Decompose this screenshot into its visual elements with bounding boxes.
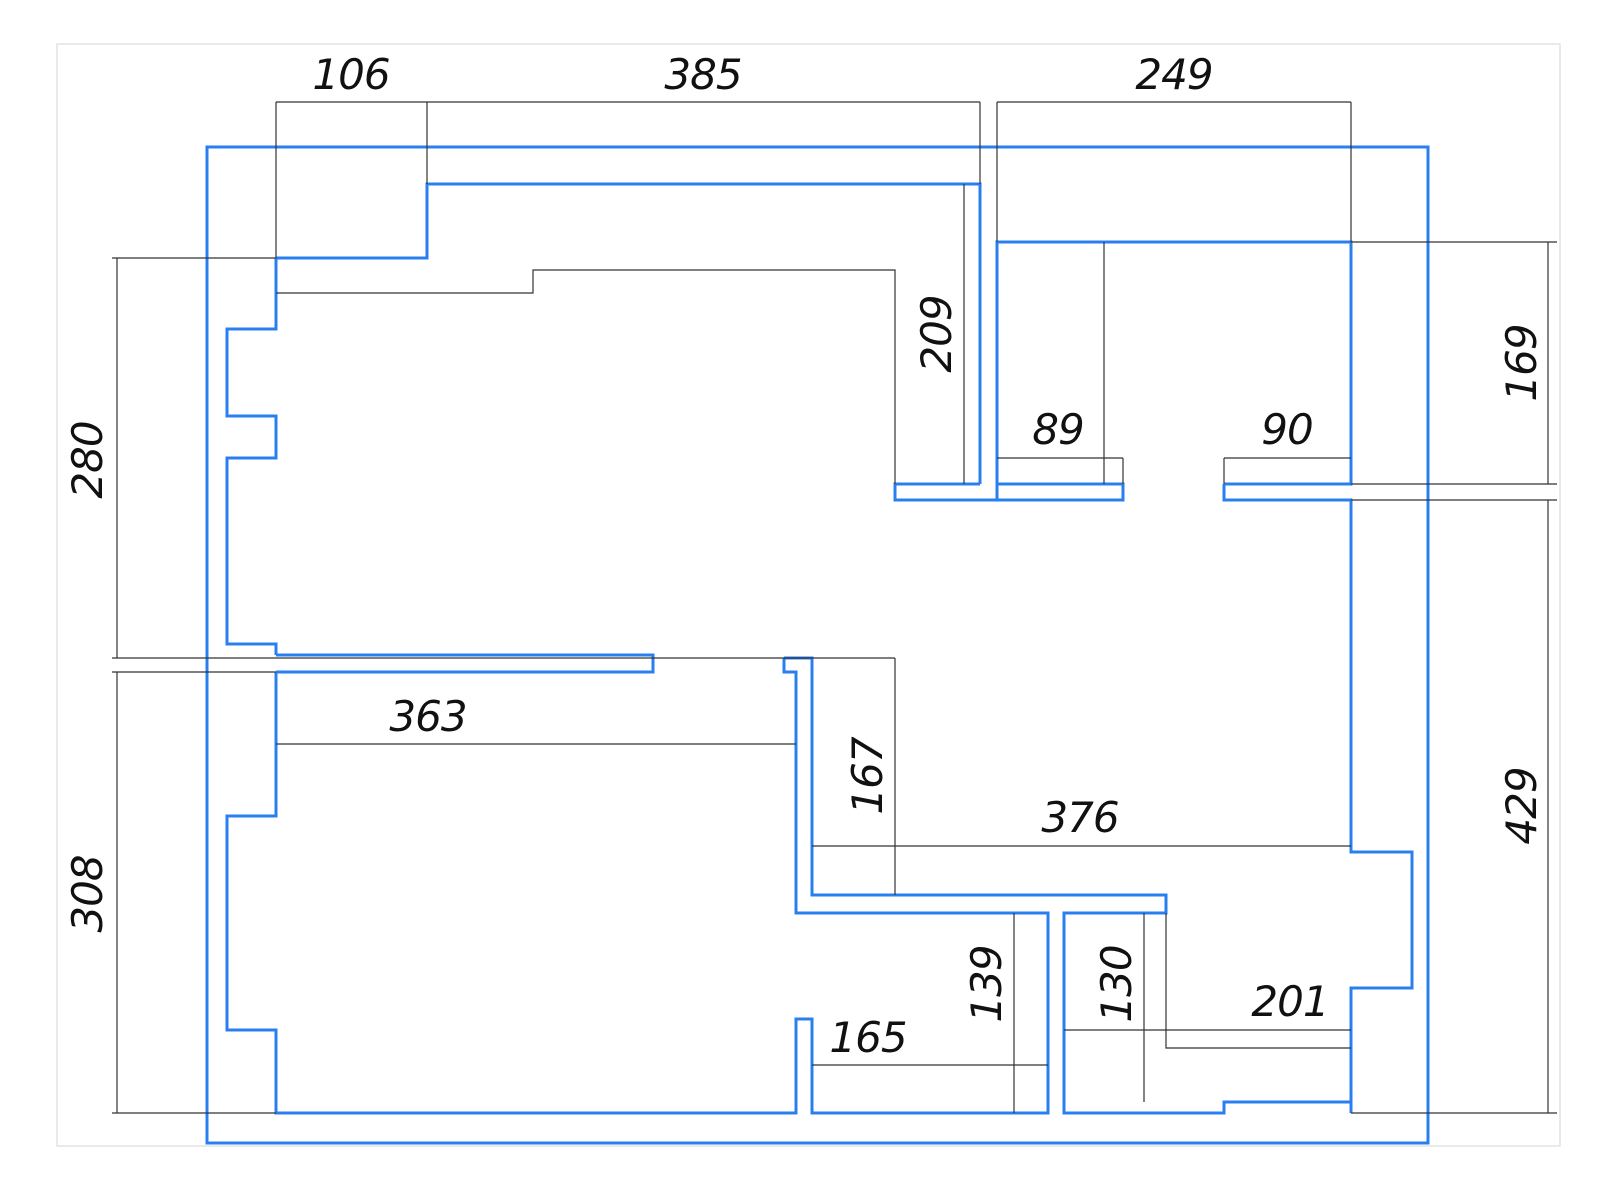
inner-contour-upper [276, 269, 896, 484]
dim-139-label: 139 [962, 945, 1011, 1022]
dim-429-label: 429 [1497, 767, 1546, 844]
dim-385-label: 385 [664, 50, 741, 99]
partition-vertical [784, 656, 1351, 1115]
wall-left-lower [225, 672, 1050, 1115]
dim-308-label: 308 [63, 855, 112, 932]
wall-left-upper [225, 258, 278, 655]
partition-upper-right [893, 240, 1353, 502]
dim-165-label: 165 [829, 1013, 906, 1062]
partition-vertical-left-side [782, 658, 812, 915]
outer-wall [205, 145, 1430, 1145]
wall-top-left-room [276, 182, 982, 484]
dim-169-label: 169 [1497, 324, 1546, 401]
dim-209-label: 209 [912, 295, 961, 372]
dim-106-label: 106 [312, 50, 389, 99]
dimension-lines [112, 101, 1557, 1114]
dim-89-label: 89 [1032, 405, 1083, 454]
dim-280-label: 280 [63, 421, 112, 498]
sheet-frame [56, 43, 1561, 1147]
dim-130-label: 130 [1092, 945, 1141, 1022]
partition-middle [276, 653, 655, 674]
dim-363-label: 363 [389, 692, 466, 741]
dim-167-label: 167 [843, 736, 892, 814]
dim-90-label: 90 [1261, 405, 1312, 454]
dim-376-label: 376 [1041, 793, 1118, 842]
inner-contour-right [1165, 913, 1351, 1049]
wall-right-inner [1222, 484, 1414, 1113]
dim-201-label: 201 [1251, 977, 1328, 1026]
dim-249-label: 249 [1135, 50, 1212, 99]
